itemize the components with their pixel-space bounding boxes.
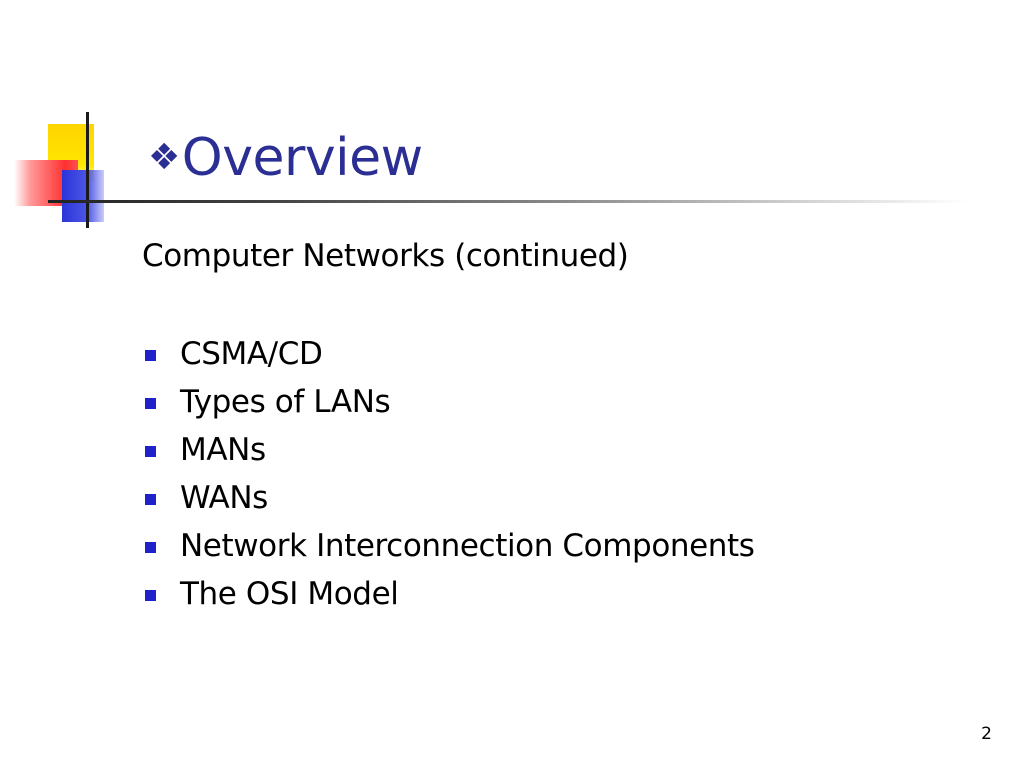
vertical-rule bbox=[86, 112, 89, 228]
square-bullet-icon bbox=[145, 398, 156, 409]
page-number: 2 bbox=[981, 724, 992, 744]
blue-square-decoration bbox=[62, 170, 104, 222]
list-item-text: WANs bbox=[180, 480, 268, 516]
title-underline-rule bbox=[48, 200, 968, 203]
slide-title-text: Overview bbox=[181, 128, 423, 188]
square-bullet-icon bbox=[145, 494, 156, 505]
list-item: CSMA/CD bbox=[142, 334, 755, 382]
corner-decoration bbox=[0, 0, 180, 240]
square-bullet-icon bbox=[145, 542, 156, 553]
list-item: WANs bbox=[142, 478, 755, 526]
slide-subtitle: Computer Networks (continued) bbox=[142, 238, 629, 274]
list-item-text: MANs bbox=[180, 432, 266, 468]
square-bullet-icon bbox=[145, 350, 156, 361]
diamond-bullet-icon: ❖ bbox=[148, 137, 180, 178]
list-item-text: Network Interconnection Components bbox=[180, 528, 755, 564]
square-bullet-icon bbox=[145, 446, 156, 457]
list-item-text: Types of LANs bbox=[180, 384, 391, 420]
bullet-list: CSMA/CD Types of LANs MANs WANs Network … bbox=[142, 334, 755, 622]
square-bullet-icon bbox=[145, 590, 156, 601]
list-item-text: CSMA/CD bbox=[180, 336, 323, 372]
slide-title: ❖Overview bbox=[148, 132, 423, 184]
list-item: The OSI Model bbox=[142, 574, 755, 622]
list-item-text: The OSI Model bbox=[180, 576, 399, 612]
list-item: MANs bbox=[142, 430, 755, 478]
list-item: Network Interconnection Components bbox=[142, 526, 755, 574]
list-item: Types of LANs bbox=[142, 382, 755, 430]
